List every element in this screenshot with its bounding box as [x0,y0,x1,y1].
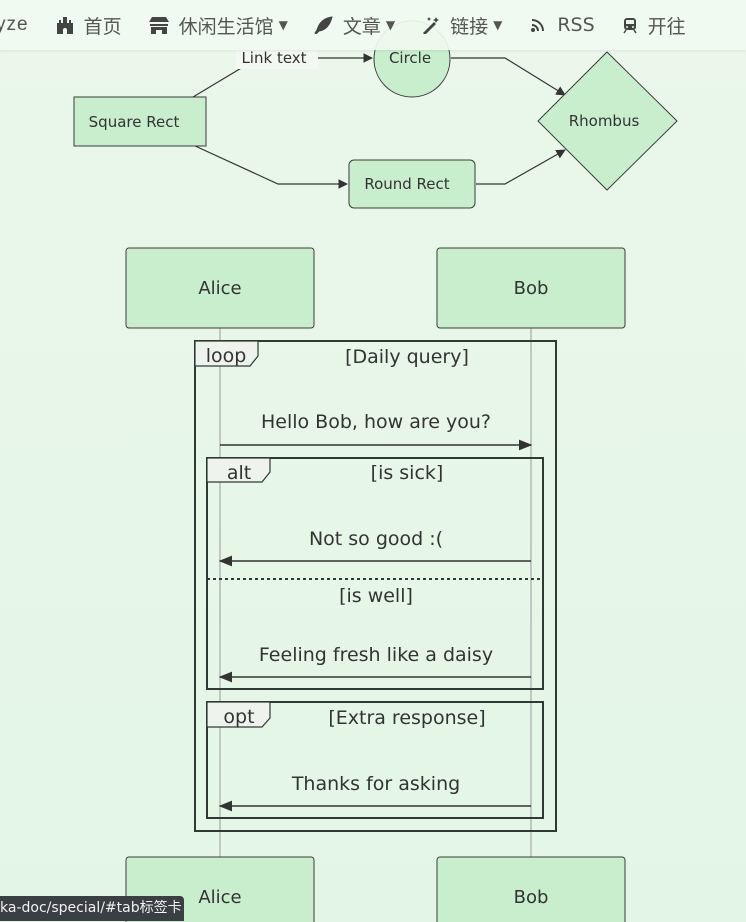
loop-condition: [Daily query] [345,346,469,368]
nav-label-articles: 文章 [342,15,381,38]
nav-item-home[interactable]: 首页 [55,12,122,39]
edge-label-link-text: Link text [241,49,306,67]
opt-tag: opt [223,706,254,728]
flowchart: Link text Square Rect Circle Round Rect … [73,20,678,209]
nav-item-leisure[interactable]: 休闲生活馆 ▼ [148,12,288,39]
castle-icon [56,17,73,34]
actor-alice-top-label: Alice [198,278,241,299]
top-navbar: yze 首页 休闲生活馆 ▼ 文章 ▼ 链接 ▼ RSS [0,0,746,50]
actor-bob-bottom [436,856,626,922]
nav-item-rss[interactable]: RSS [528,14,595,36]
edge-circle-to-rhombus [451,57,566,96]
node-rhombus [537,51,678,191]
loop-frame [194,340,557,832]
actor-bob-bottom-label: Bob [514,887,549,908]
site-brand[interactable]: yze [0,14,29,35]
message-sick-label: Not so good :( [309,528,443,550]
loop-tag-box [194,340,259,367]
actor-bob-top-label: Bob [514,278,549,299]
opt-tag-box [206,701,271,728]
chevron-down-icon: ▼ [278,18,288,32]
magic-wand-icon [423,17,440,34]
nav-item-travel[interactable]: 开往 [621,12,686,39]
alt-tag-box [206,457,271,483]
nav-label-travel: 开往 [647,15,686,38]
shop-icon [148,17,169,34]
opt-condition: [Extra response] [328,707,485,729]
actor-bob-top [436,247,626,329]
alt-frame [206,457,544,690]
nav-label-home: 首页 [83,15,122,38]
chevron-down-icon: ▼ [493,18,503,32]
message-thanks-label: Thanks for asking [291,773,460,795]
nav-item-links[interactable]: 链接 ▼ [421,12,502,39]
alt-else-condition: [is well] [339,585,413,607]
actor-alice-bottom-label: Alice [198,887,241,908]
opt-frame [206,701,544,819]
chevron-down-icon: ▼ [385,18,396,32]
node-circle-label: Circle [389,49,431,67]
message-well-label: Feeling fresh like a daisy [259,644,493,666]
alt-tag: alt [227,462,251,484]
message-hello-label: Hello Bob, how are you? [261,411,491,433]
link-status-bar: ka-doc/special/#tab标签卡 [0,896,184,921]
node-round-rect [348,159,476,209]
node-square-rect-label: Square Rect [89,113,180,131]
train-icon [623,18,637,34]
rss-icon [531,19,545,32]
feather-icon [314,16,333,34]
edge-square-to-roundrect [192,144,348,189]
alt-condition: [is sick] [371,462,444,484]
edge-roundrect-to-rhombus [476,149,566,185]
loop-tag: loop [206,345,247,367]
node-rhombus-label: Rhombus [569,112,640,130]
nav-label-leisure: 休闲生活馆 [178,15,274,38]
nav-label-links: 链接 [450,15,489,38]
edge-label-bg [236,47,318,69]
actor-alice-top [125,247,315,329]
sequence-diagram: Alice Bob loop [Daily query] Hello Bob, … [125,247,626,922]
nav-label-rss: RSS [557,14,595,36]
node-square-rect [73,96,207,147]
nav-item-articles[interactable]: 文章 ▼ [314,12,395,39]
node-round-rect-label: Round Rect [364,175,449,193]
